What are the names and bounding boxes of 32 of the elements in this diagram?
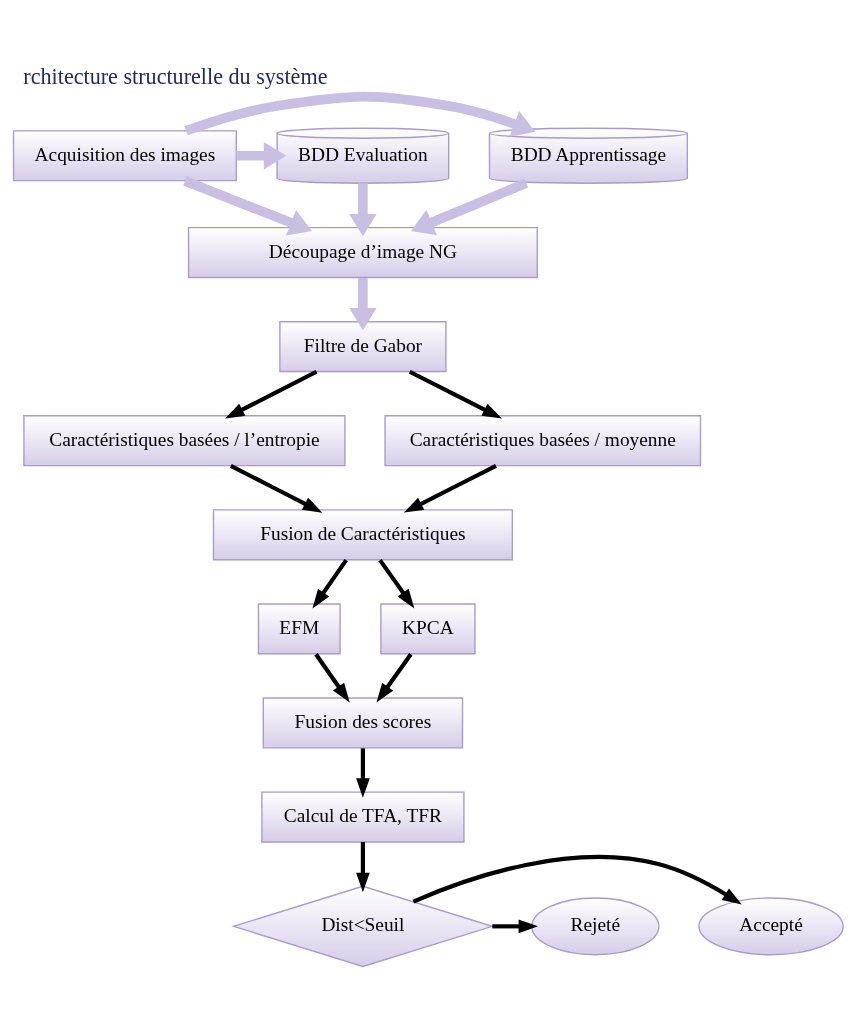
arrow (408, 369, 502, 419)
node-ellipse: Rejeté (531, 896, 660, 955)
arrow (378, 558, 415, 608)
node-box: Caractéristiques basées / moyenne (384, 414, 702, 466)
arrow (403, 463, 497, 513)
arrow (225, 369, 318, 419)
arrow (312, 558, 348, 608)
arrow (349, 182, 377, 236)
arrow (183, 175, 312, 236)
arrow (412, 854, 742, 905)
arrow (356, 841, 370, 892)
arrow (410, 178, 529, 235)
arrow (356, 747, 370, 798)
arrow (314, 652, 350, 703)
diagram-title: rchitecture structurelle du système (23, 63, 328, 89)
arrow (229, 463, 323, 513)
node-box: Fusion des scores (262, 696, 464, 749)
arrow (492, 919, 539, 933)
node-box: Découpage d’image NG (187, 226, 538, 278)
arrow (376, 652, 413, 703)
node-ellipse: Accepté (698, 896, 844, 955)
node-box: Caractéristiques basées / l’entropie (23, 414, 346, 466)
node-box: KPCA (380, 602, 476, 654)
node-box: Fusion de Caractéristiques (212, 508, 513, 560)
arrow (236, 141, 287, 169)
node-box: Acquisition des images (12, 129, 237, 181)
arrow (184, 91, 536, 137)
node-diamond: Dist<Seuil (231, 885, 495, 967)
node-box: Calcul de TFA, TFR (261, 790, 465, 843)
node-box: Filtre de Gabor (279, 320, 447, 372)
node-box: EFM (257, 602, 341, 654)
arrow (349, 277, 377, 330)
